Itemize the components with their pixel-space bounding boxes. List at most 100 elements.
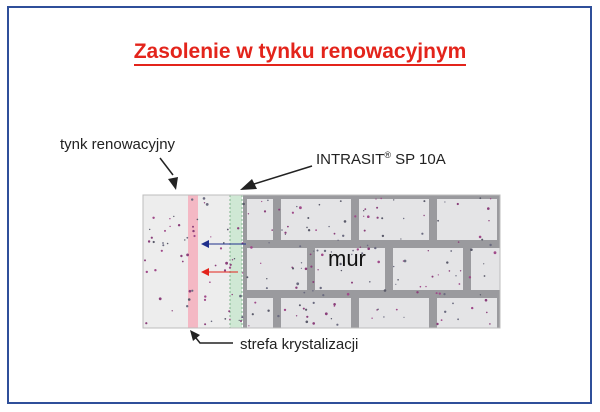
speckle — [307, 217, 310, 219]
speckle — [377, 260, 381, 264]
speckle — [321, 253, 324, 257]
speckle — [191, 198, 194, 201]
speckle — [303, 291, 306, 294]
speckle — [346, 292, 350, 296]
speckle — [145, 322, 148, 325]
intrasit-layer — [230, 195, 242, 328]
speckle — [343, 220, 347, 223]
speckle — [342, 234, 345, 237]
speckle — [363, 210, 365, 212]
material-speckles — [144, 197, 497, 327]
speckle — [450, 250, 453, 252]
speckle — [147, 240, 151, 243]
speckle — [383, 316, 385, 318]
speckle — [383, 289, 387, 292]
speckle — [300, 267, 302, 269]
speckle — [435, 292, 438, 295]
speckle — [443, 293, 446, 296]
speckle — [228, 310, 231, 313]
speckle — [224, 318, 227, 320]
speckle — [192, 225, 194, 228]
speckle — [324, 312, 328, 316]
speckle — [204, 295, 207, 298]
speckle — [295, 315, 298, 317]
speckle — [470, 248, 473, 251]
speckle — [223, 242, 225, 244]
speckle — [421, 232, 424, 235]
speckle — [188, 289, 192, 293]
speckle — [239, 294, 242, 298]
speckle — [233, 258, 236, 260]
speckle — [359, 246, 362, 248]
label-crystallization-zone: strefa krystalizacji — [240, 336, 359, 353]
speckle — [381, 234, 385, 238]
speckle — [486, 311, 488, 314]
speckle — [150, 236, 153, 239]
speckle — [304, 267, 308, 271]
speckle — [484, 298, 488, 302]
speckle — [367, 215, 370, 218]
speckle — [287, 225, 289, 228]
speckle — [248, 325, 250, 327]
speckle — [376, 216, 379, 219]
speckle — [403, 316, 405, 318]
speckle — [295, 286, 298, 289]
speckle — [237, 227, 240, 230]
speckle — [312, 322, 316, 325]
speckle — [328, 225, 330, 228]
speckle — [364, 208, 367, 211]
speckle — [254, 301, 257, 304]
speckle — [444, 310, 447, 313]
speckle — [322, 294, 325, 297]
speckle — [302, 307, 305, 310]
speckle — [204, 323, 207, 326]
crystallization-zone-layer — [188, 195, 198, 328]
speckle — [330, 318, 333, 320]
speckle — [487, 207, 490, 210]
speckle — [437, 219, 439, 222]
speckle — [363, 215, 365, 217]
speckle — [395, 308, 398, 311]
speckle — [381, 217, 384, 220]
speckle — [319, 286, 322, 290]
speckle — [375, 198, 377, 200]
speckle — [438, 292, 441, 295]
speckle — [489, 323, 491, 325]
speckle — [361, 252, 364, 255]
speckle — [299, 245, 302, 248]
speckle — [241, 316, 244, 319]
speckle — [261, 200, 263, 203]
speckle — [457, 241, 460, 243]
speckle — [367, 247, 371, 250]
speckle — [186, 253, 190, 257]
label-intrasit-name: INTRASIT — [316, 151, 385, 168]
speckle — [309, 253, 312, 256]
speckle — [455, 275, 457, 277]
speckle — [306, 315, 309, 318]
speckle — [284, 233, 286, 235]
speckle — [291, 266, 294, 269]
speckle — [366, 244, 369, 247]
speckle — [145, 270, 148, 274]
speckle — [416, 291, 419, 294]
speckle — [330, 251, 333, 253]
speckle — [196, 218, 199, 221]
speckle — [423, 200, 426, 203]
speckle — [317, 269, 319, 271]
speckle — [299, 206, 302, 210]
speckle — [277, 314, 280, 318]
speckle — [336, 323, 339, 326]
speckle — [210, 320, 213, 323]
speckle — [166, 242, 169, 245]
speckle — [229, 318, 231, 321]
speckle — [397, 279, 399, 281]
speckle — [223, 269, 227, 272]
speckle — [403, 259, 407, 263]
speckle — [452, 302, 454, 305]
speckle — [489, 198, 492, 200]
speckle — [479, 294, 482, 296]
speckle — [242, 202, 245, 206]
speckle — [457, 318, 459, 321]
speckle — [456, 202, 459, 206]
